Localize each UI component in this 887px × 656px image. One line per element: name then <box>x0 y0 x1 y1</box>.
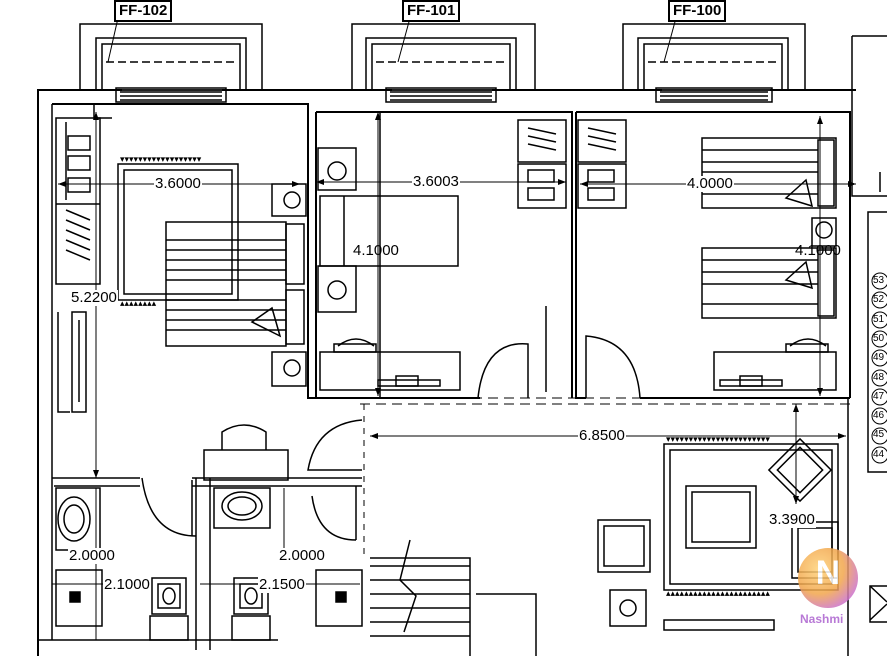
stair-number: 44 <box>873 448 885 460</box>
room-tag-ff100: FF-100 <box>668 0 727 22</box>
dimension-bed3-depth: 4.1000 <box>795 242 841 259</box>
living-room-walls <box>370 398 849 656</box>
dimension-bed2-width: 3.6003 <box>412 173 460 190</box>
dimension-living-width: 6.8500 <box>578 427 626 444</box>
window-bay-ff100 <box>622 23 806 103</box>
dimension-bath2-width: 2.1500 <box>258 576 306 593</box>
watermark-initial: N <box>815 554 841 592</box>
svg-text:▴▴▴▴▴▴▴▴▴▴▴▴▴▴▴▴▴▴▴▴▴▴▴: ▴▴▴▴▴▴▴▴▴▴▴▴▴▴▴▴▴▴▴▴▴▴▴ <box>666 588 770 598</box>
svg-text:▾▾▾▾▾▾▾▾▾▾▾▾▾▾▾▾▾▾: ▾▾▾▾▾▾▾▾▾▾▾▾▾▾▾▾▾▾ <box>120 154 202 164</box>
dimension-bed3-width: 4.0000 <box>686 175 734 192</box>
dimension-bed1-width: 3.6000 <box>154 175 202 192</box>
dimension-bath2-depth: 2.0000 <box>278 547 326 564</box>
dimension-bed2-depth: 4.1000 <box>353 242 399 259</box>
room-tag-ff102: FF-102 <box>114 0 173 22</box>
bedroom-ff102-walls <box>52 103 360 399</box>
stair-number: 47 <box>873 390 885 402</box>
stair-number: 45 <box>873 429 885 441</box>
stair-number: 51 <box>873 313 885 325</box>
window-bay-ff102 <box>79 23 263 103</box>
stair-number: 50 <box>873 332 885 344</box>
dimension-bed1-depth: 5.2200 <box>70 289 118 306</box>
watermark-text: Nashmi <box>800 612 844 626</box>
stair-number: 48 <box>873 371 885 383</box>
room-tag-ff101: FF-101 <box>402 0 461 22</box>
window-bay-ff101 <box>351 23 536 103</box>
outer-wall <box>37 89 856 656</box>
stair-number: 46 <box>873 410 885 422</box>
bathroom-walls <box>52 477 362 487</box>
svg-text:▴▴▴▴▴▴▴▴: ▴▴▴▴▴▴▴▴ <box>120 298 157 308</box>
watermark-logo: N <box>798 548 858 608</box>
stair-number: 49 <box>873 352 885 364</box>
stair-number: 52 <box>873 294 885 306</box>
svg-text:▾▾▾▾▾▾▾▾▾▾▾▾▾▾▾▾▾▾▾▾▾▾▾: ▾▾▾▾▾▾▾▾▾▾▾▾▾▾▾▾▾▾▾▾▾▾▾ <box>666 434 770 444</box>
dimension-living-depth: 3.3900 <box>768 511 816 528</box>
stair-number: 53 <box>873 275 885 286</box>
dimension-bath1-depth: 2.0000 <box>68 547 116 564</box>
dimension-bath1-width: 2.1000 <box>103 576 151 593</box>
